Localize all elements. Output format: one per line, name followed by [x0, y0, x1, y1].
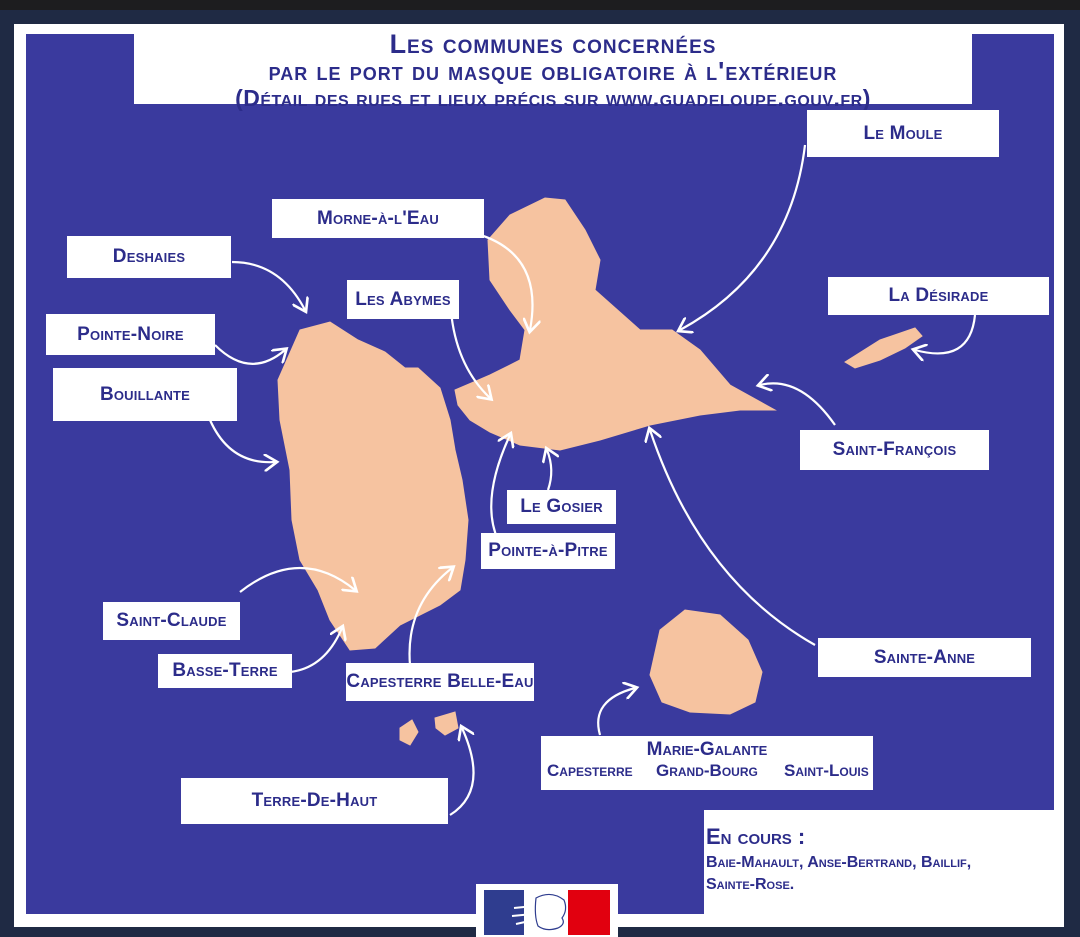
title-line-2: par le port du masque obligatoire à l'ex…	[268, 56, 838, 87]
top-bar	[0, 0, 1080, 10]
label-marie-galante: Marie-Galante Capesterre Grand-Bourg Sai…	[541, 736, 873, 790]
grande-terre-island	[454, 197, 777, 451]
marie-galante-title: Marie-Galante	[646, 739, 768, 760]
en-cours-panel: En cours : Baie-Mahault, Anse-Bertrand, …	[704, 810, 1060, 920]
en-cours-line-2: Sainte-Rose.	[706, 876, 795, 893]
flag-red	[568, 890, 610, 935]
label-basse-terre: Basse-Terre	[158, 654, 292, 688]
la-desirade-island	[844, 327, 923, 369]
terre-de-bas-island	[434, 711, 459, 736]
label-le-moule: Le Moule	[807, 110, 999, 157]
label-morne-a-leau: Morne-à-l'Eau	[272, 199, 484, 238]
republique-francaise-logo	[476, 884, 618, 937]
en-cours-heading: En cours :	[706, 824, 806, 849]
label-le-gosier: Le Gosier	[507, 490, 616, 524]
map-title: Les communes concernées par le port du m…	[134, 29, 972, 110]
label-terre-de-haut: Terre-De-Haut	[181, 778, 448, 824]
label-deshaies: Deshaies	[67, 236, 231, 278]
label-saint-claude: Saint-Claude	[103, 602, 240, 640]
title-line-1: Les communes concernées	[389, 29, 717, 59]
label-saint-francois: Saint-François	[800, 430, 989, 470]
label-grand-bourg: Grand-Bourg	[656, 761, 758, 780]
flag-blue	[484, 890, 524, 935]
label-les-abymes: Les Abymes	[347, 280, 459, 319]
title-line-3: (Détail des rues et lieux précis sur www…	[235, 84, 871, 111]
marianne-icon	[511, 893, 567, 931]
label-capesterre: Capesterre	[547, 761, 633, 780]
sea-background	[26, 34, 1054, 914]
label-bouillante: Bouillante	[53, 368, 237, 421]
terre-de-haut-island	[399, 719, 419, 746]
label-capesterre-belle-eau: Capesterre Belle-Eau	[346, 663, 534, 701]
label-sainte-anne: Sainte-Anne	[818, 638, 1031, 677]
label-pointe-a-pitre: Pointe-à-Pitre	[481, 533, 615, 569]
marie-galante-island	[649, 609, 763, 715]
arrows	[208, 144, 977, 816]
basse-terre-island	[277, 321, 469, 651]
label-saint-louis: Saint-Louis	[784, 761, 869, 780]
label-la-desirade: La Désirade	[828, 277, 1049, 315]
label-pointe-noire: Pointe-Noire	[46, 314, 215, 355]
en-cours-line-1: Baie-Mahault, Anse-Bertrand, Baillif,	[706, 854, 972, 871]
